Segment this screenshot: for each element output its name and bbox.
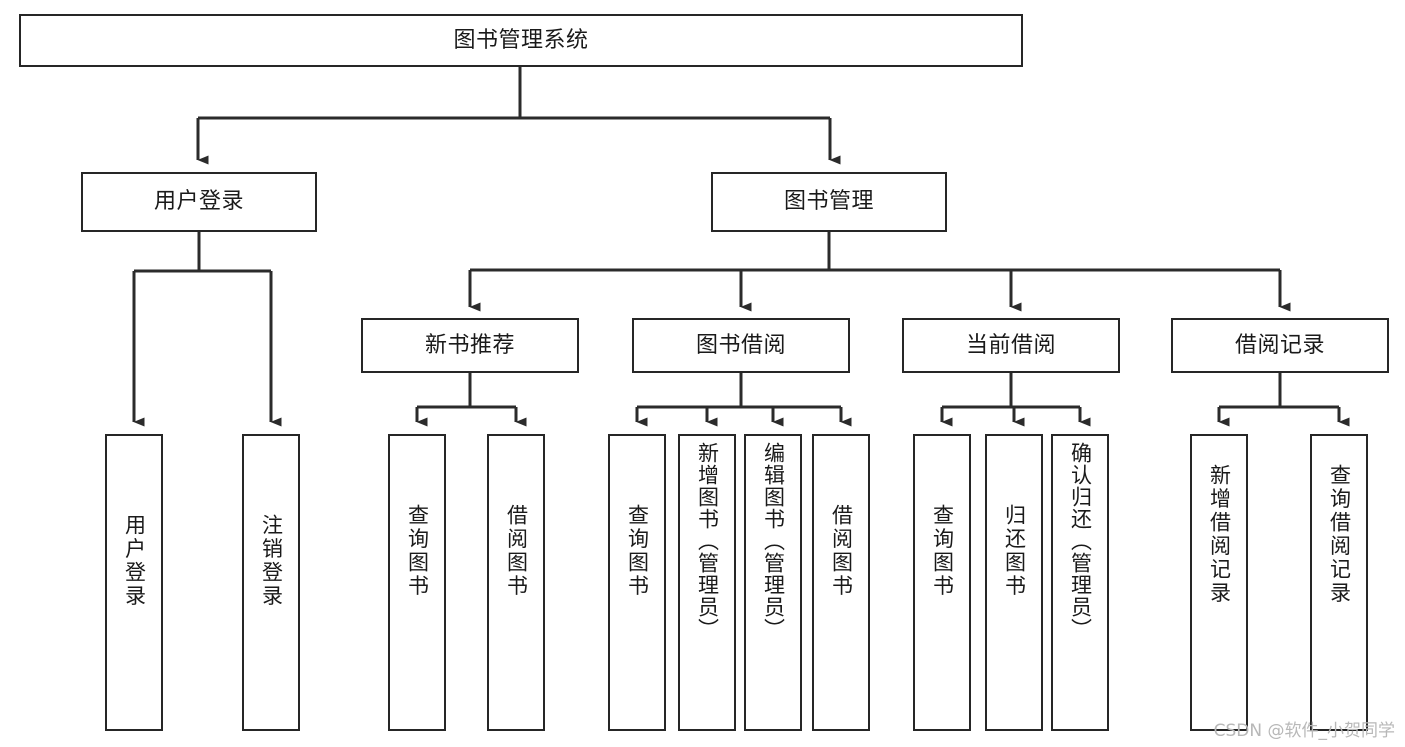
leaf-query-book-1-label: 查询图书 — [405, 504, 430, 598]
node-new-book-recommend-label: 新书推荐 — [424, 332, 515, 358]
leaf-logout-login-label: 注销登录 — [259, 514, 284, 608]
leaf-borrow-book-1-label: 借阅图书 — [504, 504, 529, 598]
leaf-add-borrow-record-label: 新增借阅记录 — [1207, 464, 1232, 605]
node-current-borrow-label: 当前借阅 — [965, 332, 1056, 358]
csdn-watermark: CSDN @软件_小贺同学 — [1213, 721, 1395, 741]
leaf-query-borrow-record-label: 查询借阅记录 — [1327, 464, 1352, 605]
leaf-query-book-3[interactable]: 查询图书 — [913, 434, 971, 731]
leaf-return-book[interactable]: 归还图书 — [985, 434, 1043, 731]
leaf-borrow-book-2-label: 借阅图书 — [829, 504, 854, 598]
leaf-logout-login[interactable]: 注销登录 — [242, 434, 300, 731]
node-root-label: 图书管理系统 — [453, 27, 589, 53]
leaf-borrow-book-2[interactable]: 借阅图书 — [812, 434, 870, 731]
leaf-query-book-1[interactable]: 查询图书 — [388, 434, 446, 731]
leaf-query-book-2-label: 查询图书 — [625, 504, 650, 598]
node-root[interactable]: 图书管理系统 — [19, 14, 1023, 67]
leaf-user-login-label: 用户登录 — [122, 514, 147, 608]
node-borrow-record-label: 借阅记录 — [1234, 332, 1325, 358]
leaf-add-book-admin-label: 新增图书（管理员） — [695, 442, 720, 640]
node-book-management[interactable]: 图书管理 — [711, 172, 947, 232]
leaf-edit-book-admin-label: 编辑图书（管理员） — [761, 442, 786, 640]
leaf-query-book-3-label: 查询图书 — [930, 504, 955, 598]
leaf-add-book-admin[interactable]: 新增图书（管理员） — [678, 434, 736, 731]
leaf-user-login[interactable]: 用户登录 — [105, 434, 163, 731]
node-user-login[interactable]: 用户登录 — [81, 172, 317, 232]
leaf-query-borrow-record[interactable]: 查询借阅记录 — [1310, 434, 1368, 731]
node-user-login-label: 用户登录 — [153, 189, 244, 215]
node-borrow-record[interactable]: 借阅记录 — [1171, 318, 1389, 373]
leaf-return-book-label: 归还图书 — [1002, 504, 1027, 598]
node-book-borrow[interactable]: 图书借阅 — [632, 318, 850, 373]
leaf-query-book-2[interactable]: 查询图书 — [608, 434, 666, 731]
leaf-edit-book-admin[interactable]: 编辑图书（管理员） — [744, 434, 802, 731]
leaf-add-borrow-record[interactable]: 新增借阅记录 — [1190, 434, 1248, 731]
leaf-confirm-return-admin-label: 确认归还（管理员） — [1068, 442, 1093, 640]
node-book-borrow-label: 图书借阅 — [695, 332, 786, 358]
node-current-borrow[interactable]: 当前借阅 — [902, 318, 1120, 373]
node-new-book-recommend[interactable]: 新书推荐 — [361, 318, 579, 373]
node-book-management-label: 图书管理 — [783, 189, 874, 215]
leaf-borrow-book-1[interactable]: 借阅图书 — [487, 434, 545, 731]
leaf-confirm-return-admin[interactable]: 确认归还（管理员） — [1051, 434, 1109, 731]
